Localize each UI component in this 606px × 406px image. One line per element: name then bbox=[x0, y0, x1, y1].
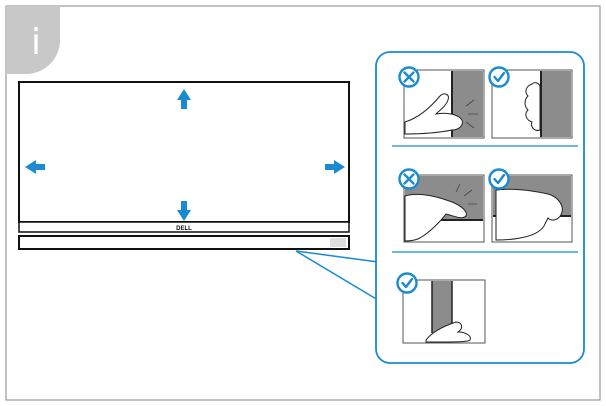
monitor-stand-base bbox=[18, 235, 350, 250]
monitor-illustration: DELL bbox=[18, 81, 350, 250]
check-circle-icon bbox=[396, 272, 418, 294]
monitor-bottom-bezel bbox=[18, 221, 350, 233]
check-circle-icon bbox=[488, 168, 510, 190]
callout-connector bbox=[295, 250, 379, 301]
info-badge-label: i bbox=[31, 22, 41, 63]
monitor-screen bbox=[18, 81, 350, 223]
x-circle-icon bbox=[398, 66, 420, 88]
info-badge-shape bbox=[6, 6, 60, 74]
check-circle-icon bbox=[488, 66, 510, 88]
arrow-down-icon bbox=[177, 201, 191, 221]
brand-logo: DELL bbox=[176, 226, 192, 232]
panel-wrong-press-screen-top bbox=[403, 174, 485, 243]
hand-illustration bbox=[404, 93, 463, 135]
panel-correct-hold-stand bbox=[402, 279, 486, 344]
stand-base-shade bbox=[330, 238, 346, 247]
arrow-left-icon bbox=[25, 160, 45, 174]
info-badge: i bbox=[6, 6, 60, 74]
panel-wrong-touch-screen-edge bbox=[403, 69, 485, 139]
arrow-right-icon bbox=[325, 160, 345, 174]
hand-illustration bbox=[425, 321, 471, 343]
hand-illustration bbox=[524, 82, 541, 131]
hand-illustration bbox=[495, 188, 563, 241]
panel-correct-hold-bezel bbox=[491, 69, 573, 139]
arrow-up-icon bbox=[177, 89, 191, 109]
x-circle-icon bbox=[398, 168, 420, 190]
hand-illustration bbox=[404, 193, 467, 242]
